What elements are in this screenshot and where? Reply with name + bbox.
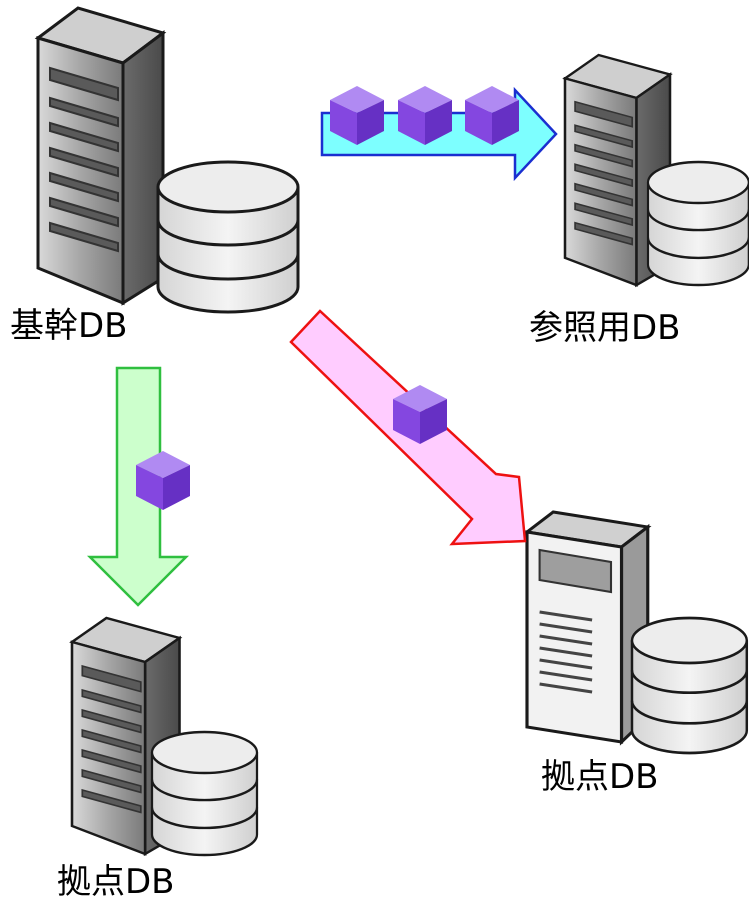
reference-database-icon	[646, 160, 749, 287]
site-right-server-icon	[525, 510, 650, 744]
site-right-db-label: 拠点DB	[541, 757, 659, 797]
reference-db-label: 参照用DB	[529, 308, 681, 348]
core-db-label: 基幹DB	[10, 306, 128, 346]
site-bottom-database-icon	[150, 730, 259, 857]
core-server-icon	[36, 6, 165, 305]
site-bottom-db-label: 拠点DB	[57, 862, 175, 902]
core-database-icon	[156, 160, 300, 314]
site-right-database-icon	[630, 616, 749, 755]
